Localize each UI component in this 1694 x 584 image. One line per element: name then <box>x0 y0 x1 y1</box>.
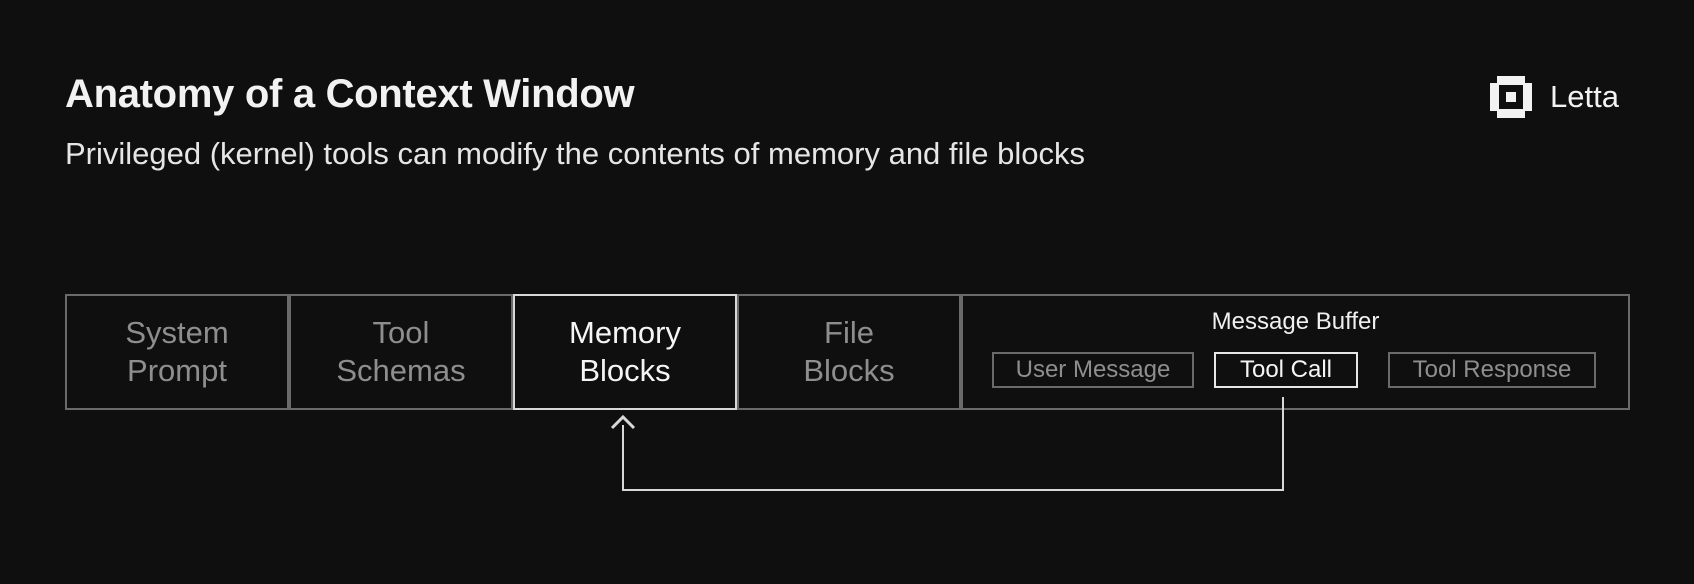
segment-message-buffer: Message Buffer User Message Tool Call To… <box>961 294 1630 410</box>
page-title: Anatomy of a Context Window <box>65 72 635 116</box>
chip-user-message: User Message <box>992 352 1194 388</box>
chip-tool-call: Tool Call <box>1214 352 1358 388</box>
segment-label: System Prompt <box>125 315 229 388</box>
segment-tool-schemas: Tool Schemas <box>289 294 513 410</box>
letta-logo-icon <box>1490 76 1532 118</box>
brand-name: Letta <box>1550 79 1619 114</box>
segment-label: File Blocks <box>803 315 895 388</box>
segment-label: Memory Blocks <box>569 315 681 388</box>
context-window-bar: System Prompt Tool Schemas Memory Blocks… <box>65 294 1630 410</box>
brand-logo: Letta <box>1490 76 1619 118</box>
segment-system-prompt: System Prompt <box>65 294 289 410</box>
segment-label: Tool Schemas <box>336 315 466 388</box>
segment-file-blocks: File Blocks <box>737 294 961 410</box>
connector-line <box>622 397 1284 491</box>
connector-arrowhead <box>610 414 636 430</box>
page-subtitle: Privileged (kernel) tools can modify the… <box>65 136 1086 171</box>
message-buffer-title: Message Buffer <box>1211 308 1380 335</box>
segment-memory-blocks: Memory Blocks <box>513 294 737 410</box>
chip-tool-response: Tool Response <box>1388 352 1596 388</box>
